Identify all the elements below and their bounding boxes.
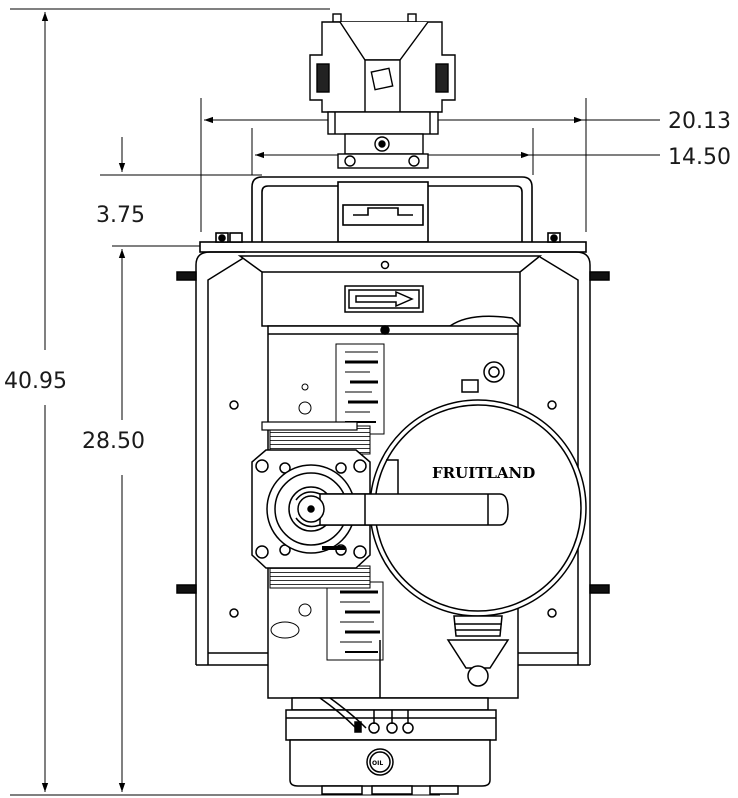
cooling-fins-lower — [269, 565, 371, 589]
brand-label: FRUITLAND — [432, 464, 535, 482]
gearbox-top — [309, 13, 456, 169]
dimension-outer-width: 20.13 — [200, 98, 731, 232]
inner-width-label: 14.50 — [668, 145, 731, 170]
outer-width-label: 20.13 — [668, 109, 731, 134]
nameplate-lower — [270, 581, 384, 661]
oil-reservoir — [285, 640, 497, 795]
valve-handle — [297, 493, 509, 526]
dimension-inner-width: 14.50 — [251, 128, 731, 175]
dimension-overall-height: 40.95 — [4, 8, 440, 796]
overall-height-label: 40.95 — [4, 369, 67, 394]
bracket-offset-label: 3.75 — [96, 203, 145, 228]
oil-cap-label: OIL — [372, 760, 383, 767]
flange — [261, 421, 358, 431]
side-frame — [176, 251, 610, 666]
nameplate-upper — [298, 343, 385, 435]
dimension-bracket-offset: 3.75 — [96, 137, 262, 228]
dimension-body-height: 28.50 — [82, 245, 210, 792]
body-height-label: 28.50 — [82, 429, 145, 454]
mounting-bracket — [199, 176, 587, 253]
